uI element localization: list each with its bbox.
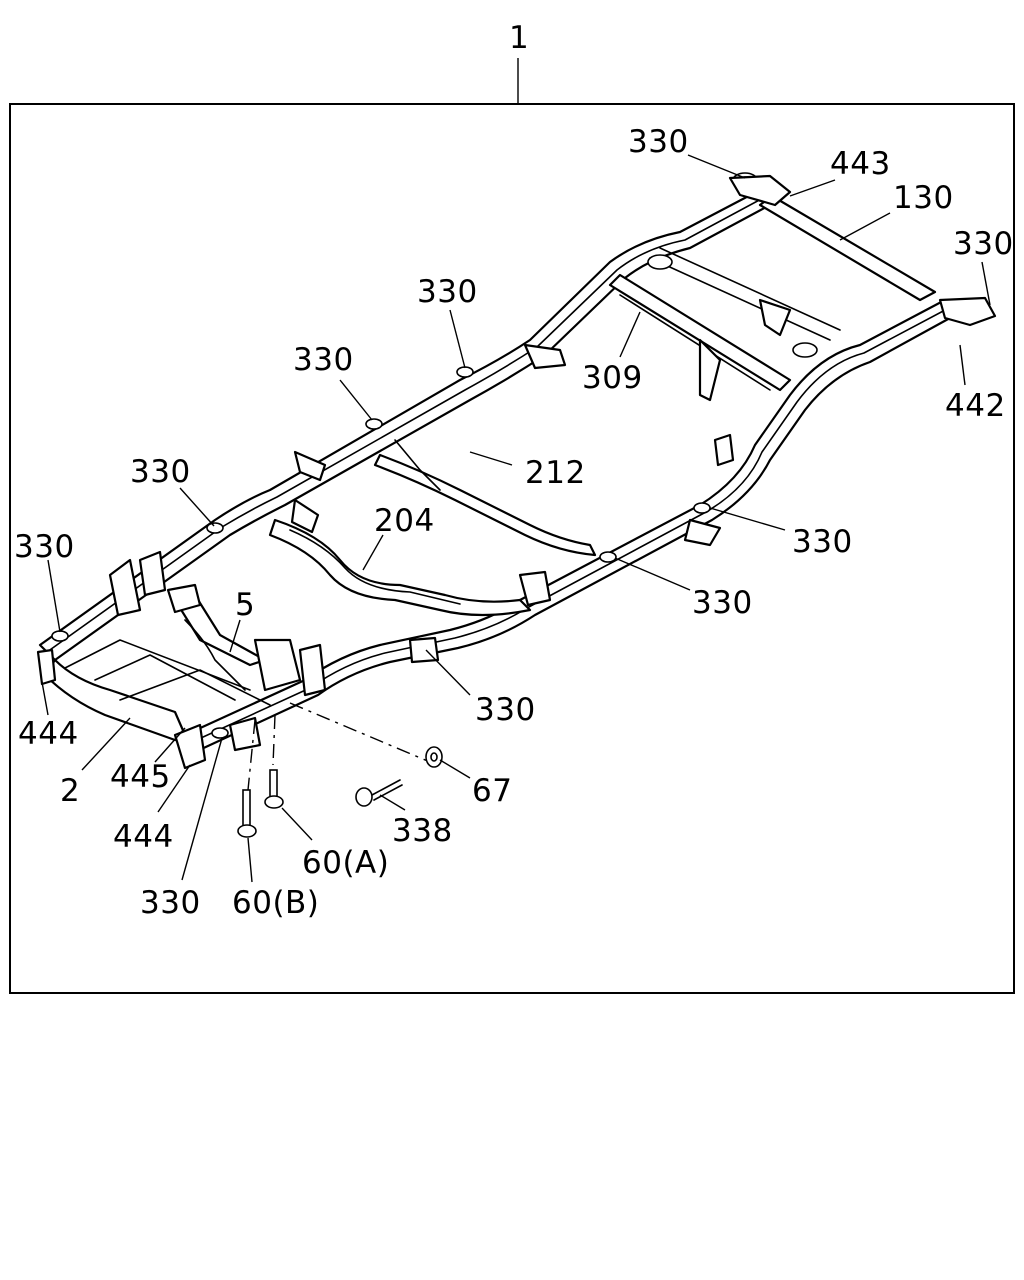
- callout-60b: 60(B): [232, 885, 319, 921]
- callout-330-mid: 330: [293, 342, 354, 378]
- callout-130: 130: [893, 180, 954, 216]
- callout-330-top-right: 330: [628, 124, 689, 160]
- fasteners: [237, 702, 443, 838]
- callout-67: 67: [472, 773, 512, 809]
- callout-444-bottom: 444: [113, 819, 174, 855]
- bolt-60a: [264, 769, 284, 809]
- callout-442: 442: [945, 388, 1006, 424]
- callout-445: 445: [110, 759, 171, 795]
- callout-444-left: 444: [18, 716, 79, 752]
- outrigger-brackets: [108, 174, 997, 697]
- callout-330-right-side-1: 330: [792, 524, 853, 560]
- callout-leaders: [41, 154, 991, 883]
- callout-204: 204: [374, 503, 435, 539]
- callout-338: 338: [392, 813, 453, 849]
- callout-330-upper-mid: 330: [417, 274, 478, 310]
- callout-330-bottom: 330: [140, 885, 201, 921]
- callout-labels: 330 443 130 330 442 330 330 309 212 330 …: [14, 124, 1014, 921]
- crossmember-204: [268, 518, 532, 617]
- chassis-frame-drawing: [36, 172, 997, 770]
- crossmember-309: [608, 273, 792, 392]
- rear-hanger: [698, 338, 722, 402]
- callout-2: 2: [60, 773, 80, 809]
- callout-60a: 60(A): [302, 845, 389, 881]
- front-bumper-bracket: [173, 723, 207, 770]
- callout-330-bottom-center: 330: [475, 692, 536, 728]
- callout-330-left-mid: 330: [130, 454, 191, 490]
- callout-5: 5: [235, 587, 255, 623]
- callout-212: 212: [525, 455, 586, 491]
- bolt-60b: [237, 789, 257, 838]
- callout-330-right-side-2: 330: [692, 585, 753, 621]
- bolt-338: [355, 779, 403, 807]
- callout-330-front-left: 330: [14, 529, 75, 565]
- callout-309: 309: [582, 360, 643, 396]
- assembly-border: [9, 103, 1015, 994]
- washer-67: [425, 746, 443, 768]
- callout-443: 443: [830, 146, 891, 182]
- bolt-centerline: [289, 702, 431, 763]
- callout-1: 1: [509, 20, 529, 56]
- callout-330-right: 330: [953, 226, 1014, 262]
